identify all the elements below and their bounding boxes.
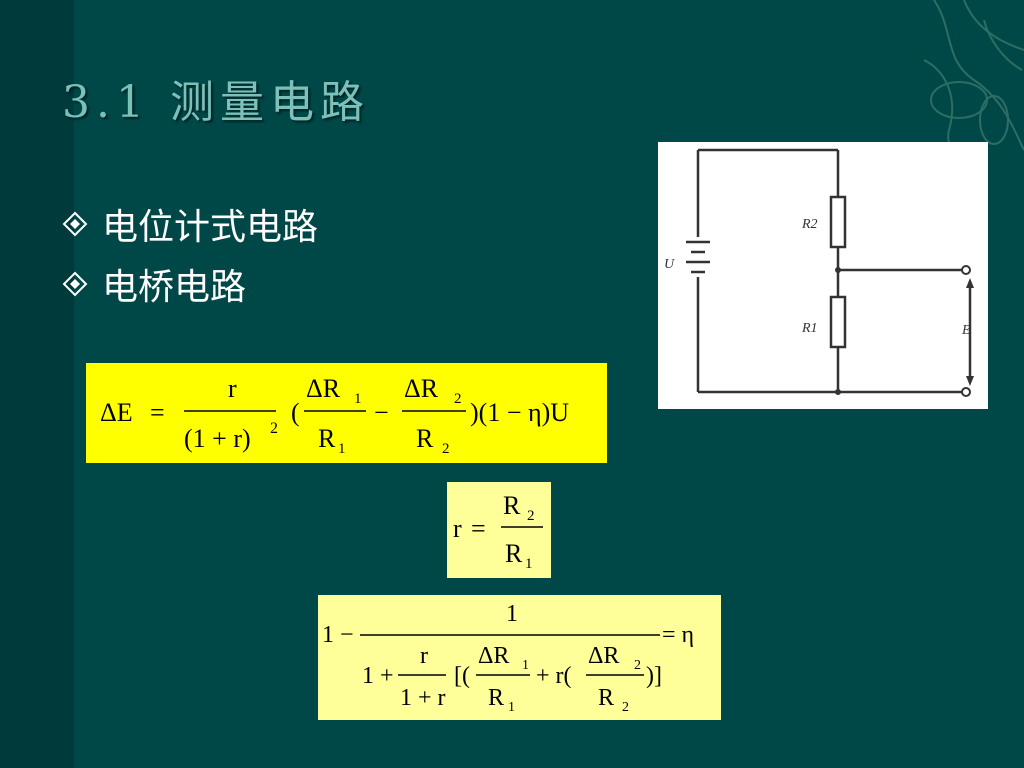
f1-eq: = bbox=[150, 398, 165, 427]
f1-dr2-sub: 2 bbox=[454, 391, 462, 407]
f3-plus-r: + r( bbox=[536, 663, 572, 689]
f1-num-r: r bbox=[228, 374, 237, 403]
diamond-bullet-icon bbox=[62, 271, 88, 297]
f1-den-r: (1 + r) bbox=[184, 424, 251, 453]
formula-delta-e: ΔE = r (1 + r) 2 ( ΔR 1 R 1 − ΔR 2 R 2 )… bbox=[86, 363, 607, 463]
label-r2: R2 bbox=[801, 217, 818, 232]
f1-minus: − bbox=[374, 398, 389, 427]
f1-r1: R bbox=[318, 424, 336, 453]
f1-lhs: ΔE bbox=[100, 398, 133, 427]
bullet-text: 电位计式电路 bbox=[102, 207, 319, 248]
list-item: 电桥电路 bbox=[62, 254, 318, 314]
bullet-list: 电位计式电路 电桥电路 bbox=[62, 194, 318, 314]
f3-dr2: ΔR bbox=[588, 643, 619, 669]
f3-r-den: 1 + r bbox=[400, 685, 446, 711]
f3-r1: R bbox=[488, 685, 504, 711]
f2-den: R bbox=[505, 539, 523, 568]
f3-dr1-sub: 1 bbox=[522, 658, 529, 673]
f3-num: 1 bbox=[506, 601, 518, 627]
f3-dr2-sub: 2 bbox=[634, 658, 641, 673]
f2-eq: = bbox=[471, 514, 486, 543]
list-item: 电位计式电路 bbox=[62, 194, 318, 254]
bullet-text: 电桥电路 bbox=[102, 267, 247, 308]
f3-dr1: ΔR bbox=[478, 643, 509, 669]
f3-r2: R bbox=[598, 685, 614, 711]
f1-dr2: ΔR bbox=[404, 374, 439, 403]
decorative-ornament bbox=[923, 0, 1024, 169]
label-u: U bbox=[664, 257, 675, 272]
f1-r2: R bbox=[416, 424, 434, 453]
f1-tail: )(1 − η)U bbox=[470, 398, 569, 427]
f2-den-sub: 1 bbox=[525, 556, 533, 572]
f3-rhs: = η bbox=[662, 622, 694, 648]
f1-paren-open: ( bbox=[291, 398, 300, 427]
formula-r-ratio: r = R 2 R 1 bbox=[447, 482, 551, 578]
f1-dr1-sub: 1 bbox=[354, 391, 362, 407]
f3-bracket-open: [( bbox=[454, 663, 470, 689]
f3-r2-sub: 2 bbox=[622, 700, 629, 715]
f3-r-num: r bbox=[420, 643, 428, 669]
f1-r1-sub: 1 bbox=[338, 441, 346, 457]
f1-r2-sub: 2 bbox=[442, 441, 450, 457]
f2-num-sub: 2 bbox=[527, 508, 535, 524]
circuit-diagram: U R2 R1 E bbox=[658, 142, 988, 409]
f2-num: R bbox=[503, 491, 521, 520]
f1-dr1: ΔR bbox=[306, 374, 341, 403]
label-r1: R1 bbox=[801, 321, 818, 336]
f1-den-exp: 2 bbox=[270, 420, 278, 437]
f3-r1-sub: 1 bbox=[508, 700, 515, 715]
page-title: 3.1 测量电路 bbox=[62, 77, 370, 128]
label-e: E bbox=[961, 323, 971, 338]
diamond-bullet-icon bbox=[62, 211, 88, 237]
left-stripe bbox=[0, 0, 74, 768]
f3-den-lead: 1 + bbox=[362, 663, 394, 689]
circuit-svg: U R2 R1 E bbox=[664, 148, 974, 397]
f2-lhs: r bbox=[453, 514, 462, 543]
formula-eta: 1 − 1 = η 1 + r 1 + r [( ΔR 1 R 1 + r( Δ… bbox=[318, 595, 721, 720]
f3-bracket-close: )] bbox=[646, 663, 662, 689]
f3-lead: 1 − bbox=[322, 622, 354, 648]
